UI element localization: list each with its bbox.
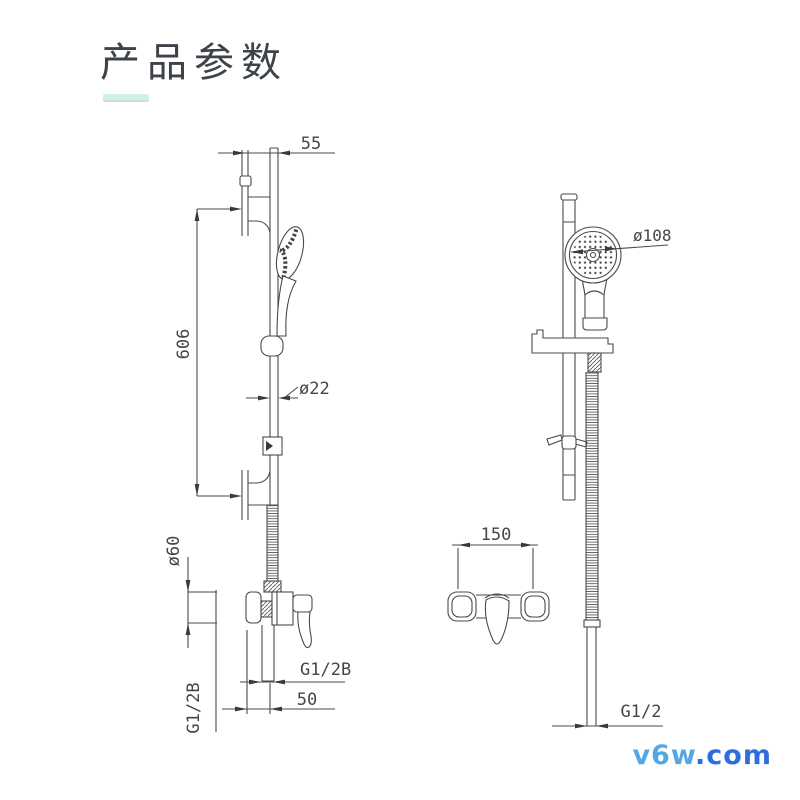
dimension-inlet-centers: 150 xyxy=(452,525,538,589)
dim-o60-label: ø60 xyxy=(164,536,184,567)
supply-pipe xyxy=(586,627,597,727)
page-title: 产品参数 xyxy=(100,41,288,85)
hand-shower-side xyxy=(260,226,305,357)
valve-outlet-pipe xyxy=(261,625,275,682)
site-watermark: v6w.com xyxy=(632,740,772,771)
dimension-top-offset: 55 xyxy=(218,134,335,156)
valve-escutcheon xyxy=(245,591,262,624)
slider-clamp xyxy=(262,436,283,456)
dimension-bar-diameter: ø22 xyxy=(246,379,330,401)
wall-bracket-top xyxy=(239,150,271,236)
left-view-drawing: 55 606 ø22 xyxy=(164,134,351,734)
dim-50-label: 50 xyxy=(297,690,317,710)
dimension-outlet-thread: G1/2B xyxy=(240,660,351,685)
slider-release-collar xyxy=(546,434,588,450)
dim-g12b-v-label: G1/2B xyxy=(184,682,204,733)
slider-holder-knob xyxy=(260,335,284,357)
dim-o108-label: ø108 xyxy=(633,226,672,245)
shower-hose-side xyxy=(263,505,282,593)
mixer-valve-side xyxy=(245,591,313,682)
dimension-supply-thread: G1/2 xyxy=(552,702,663,729)
dim-g12b-h-label: G1/2B xyxy=(300,660,351,680)
slide-bar-holder xyxy=(531,329,614,373)
dim-606-label: 606 xyxy=(174,329,194,360)
dim-55-label: 55 xyxy=(301,134,321,154)
dimension-wall-to-outlet: 50 xyxy=(222,630,335,714)
dim-o22-label: ø22 xyxy=(299,379,330,399)
watermark-suffix: .com xyxy=(695,740,772,771)
valve-lever-front xyxy=(484,596,510,645)
hand-shower-handle-front xyxy=(580,271,608,331)
dim-150-label: 150 xyxy=(481,525,512,545)
shower-head-face xyxy=(564,226,622,284)
dimension-bar-height: 606 xyxy=(174,206,242,499)
shower-hose-front xyxy=(583,372,601,727)
dim-g12-label: G1/2 xyxy=(621,702,662,722)
title-underline-accent xyxy=(103,94,149,102)
right-view-drawing: ø108 xyxy=(447,193,672,729)
dimension-head-diameter: ø108 xyxy=(570,226,672,255)
mixer-valve-front xyxy=(447,591,550,645)
dimension-inlet-thread: G1/2B xyxy=(184,590,217,734)
dimension-valve-diameter: ø60 xyxy=(164,536,217,648)
valve-lever xyxy=(297,611,312,649)
watermark-prefix: v6w xyxy=(632,740,696,771)
